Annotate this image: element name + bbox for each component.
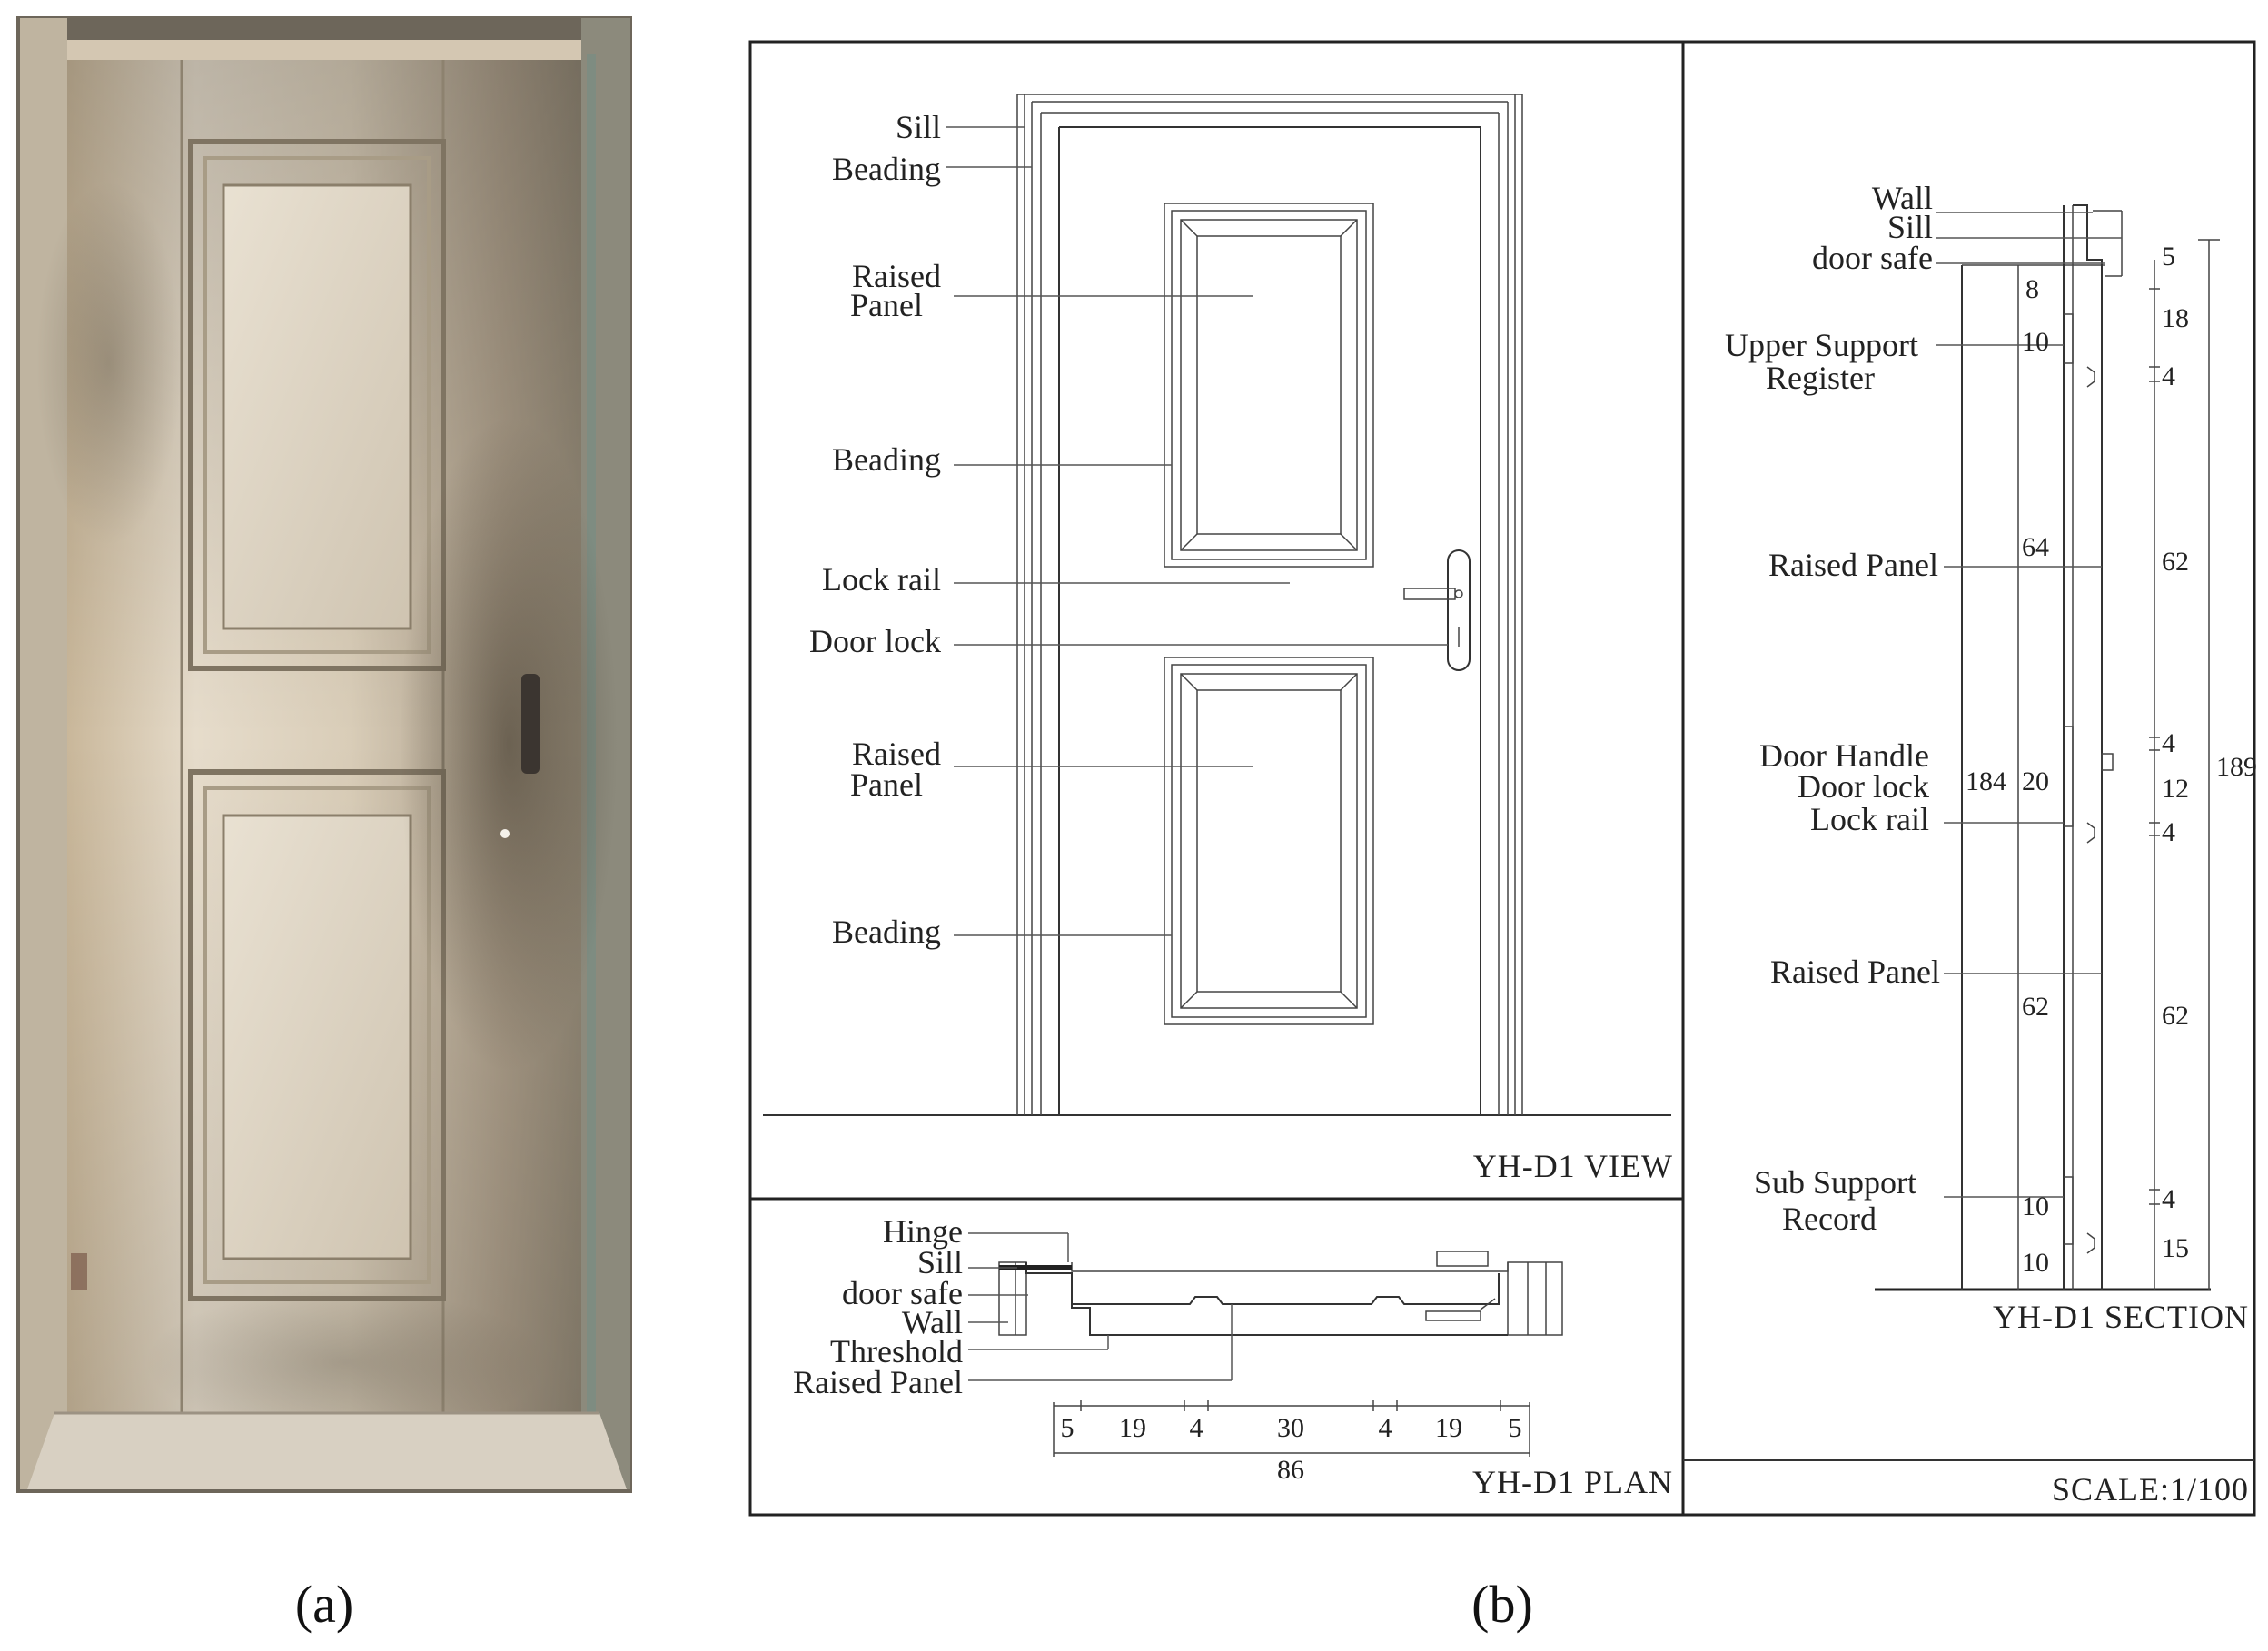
view-label-raised-panel-upper-2: Panel — [850, 287, 923, 323]
section-outer-dim-62-a: 62 — [2162, 547, 2189, 577]
caption-b: (b) — [1471, 1575, 1533, 1634]
section-inner-dim-10-bottom: 10 — [2022, 1248, 2049, 1278]
plan-label-wall: Wall — [902, 1304, 963, 1340]
scale-label: SCALE:1/100 — [2052, 1471, 2249, 1508]
plan-dim-4: 30 — [1277, 1413, 1304, 1443]
section-inner-dim-8: 8 — [2025, 274, 2039, 304]
plan-label-hinge: Hinge — [883, 1213, 963, 1250]
section-inner-dim-10-upper: 10 — [2022, 327, 2049, 357]
plan-dim-5: 4 — [1379, 1413, 1392, 1443]
section-label-raised-panel-2: Raised Panel — [1770, 954, 1940, 990]
caption-a: (a) — [295, 1575, 353, 1634]
view-label-beading-lower: Beading — [832, 914, 941, 950]
view-label-lock-rail: Lock rail — [822, 561, 941, 598]
section-outer-dim-4-d: 4 — [2162, 1184, 2175, 1214]
plan-label-door-safe: door safe — [842, 1275, 963, 1311]
section-outer-dim-15: 15 — [2162, 1233, 2189, 1263]
section-outer-dim-12: 12 — [2162, 774, 2189, 804]
section-label-upper-support-2: Register — [1766, 360, 1875, 396]
section-inner-dim-184: 184 — [1966, 766, 2006, 796]
wooden-door-photo — [16, 16, 632, 1493]
section-inner-dim-64: 64 — [2022, 532, 2049, 562]
view-label-door-lock: Door lock — [809, 623, 941, 659]
section-outer-dim-62-b: 62 — [2162, 1001, 2189, 1031]
plan-label-threshold: Threshold — [830, 1333, 963, 1369]
view-label-raised-panel-upper-1: Raised — [852, 258, 941, 294]
section-label-upper-support-1: Upper Support — [1725, 327, 1918, 363]
section-label-door-handle: Door Handle — [1759, 737, 1929, 774]
view-label-beading-upper: Beading — [832, 441, 941, 478]
section-outer-dim-5: 5 — [2162, 242, 2175, 272]
plan-dim-7: 5 — [1509, 1413, 1522, 1443]
plan-dim-total: 86 — [1277, 1455, 1304, 1485]
section-label-sub-support-1: Sub Support — [1754, 1164, 1916, 1201]
section-label-wall: Wall — [1872, 180, 1933, 216]
view-label-sill: Sill — [896, 109, 941, 145]
section-label-door-safe: door safe — [1812, 240, 1933, 276]
plan-drawing: Hinge Sill door safe Wall Threshold Rais… — [793, 1213, 1673, 1500]
section-label-sub-support-2: Record — [1782, 1201, 1877, 1237]
plan-label-sill: Sill — [917, 1244, 963, 1280]
plan-dim-3: 4 — [1190, 1413, 1203, 1443]
door-lever-handle-icon — [1403, 549, 1471, 671]
section-title: YH-D1 SECTION — [1993, 1299, 2249, 1335]
section-inner-dim-62: 62 — [2022, 992, 2049, 1022]
section-outer-dim-4-c: 4 — [2162, 817, 2175, 847]
section-outer-dim-18: 18 — [2162, 303, 2189, 333]
section-label-raised-panel-1: Raised Panel — [1768, 547, 1938, 583]
section-drawing: Wall Sill door safe Upper Support Regist… — [1725, 180, 2257, 1508]
section-total-dim-189: 189 — [2216, 752, 2257, 782]
view-label-raised-panel-lower-1: Raised — [852, 736, 941, 772]
drawing-sheet — [748, 40, 2256, 1517]
section-label-sill: Sill — [1887, 209, 1933, 245]
plan-title: YH-D1 PLAN — [1472, 1464, 1673, 1500]
section-outer-dim-4-b: 4 — [2162, 728, 2175, 758]
plan-label-raised-panel: Raised Panel — [793, 1364, 963, 1400]
plan-dim-1: 5 — [1061, 1413, 1075, 1443]
section-label-lock-rail: Lock rail — [1810, 801, 1929, 837]
section-label-door-lock: Door lock — [1798, 768, 1929, 805]
view-label-raised-panel-lower-2: Panel — [850, 766, 923, 803]
section-outer-dim-4-a: 4 — [2162, 361, 2175, 391]
view-label-beading-top: Beading — [832, 151, 941, 187]
view-title: YH-D1 VIEW — [1473, 1148, 1673, 1184]
view-drawing: Sill Beading Raised Panel Beading Lock r… — [763, 94, 1673, 1184]
section-inner-dim-10-sub: 10 — [2022, 1191, 2049, 1221]
section-inner-dim-20: 20 — [2022, 766, 2049, 796]
plan-dim-6: 19 — [1435, 1413, 1462, 1443]
plan-dim-2: 19 — [1119, 1413, 1146, 1443]
